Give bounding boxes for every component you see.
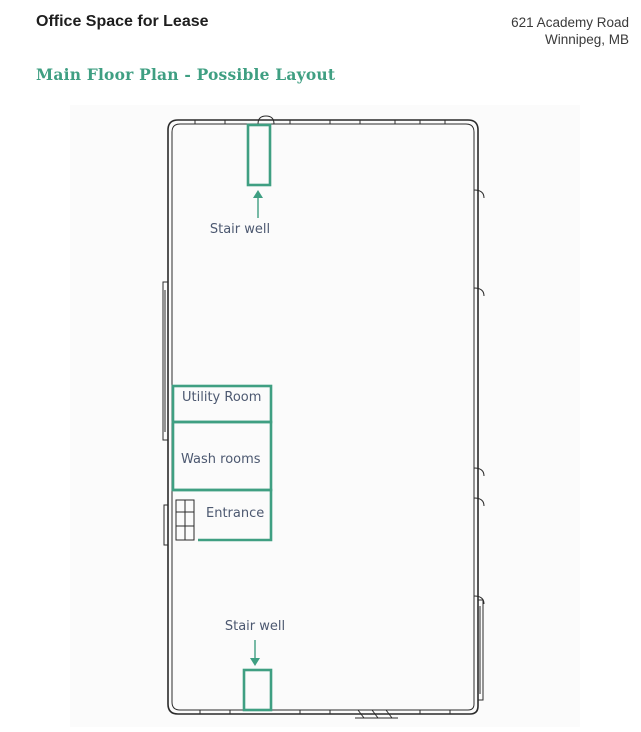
floor-plan-heading: Main Floor Plan - Possible Layout [36,65,336,84]
stair-arrows [250,190,263,666]
address-street: 621 Academy Road [511,15,629,30]
washrooms-label: Wash rooms [181,452,261,467]
entrance-box [173,488,273,542]
stairwell-top-label: Stair well [210,222,270,237]
building-walls [167,119,479,715]
address-block: 621 Academy Road Winnipeg, MB [511,14,629,48]
arrow-up-icon [253,190,263,198]
page-title: Office Space for Lease [36,13,209,30]
utility-room-label: Utility Room [182,390,261,405]
room-outlines [171,123,273,712]
arrow-down-icon [250,658,260,666]
floor-plan-background [70,105,580,727]
entrance-label: Entrance [206,506,264,521]
address-city: Winnipeg, MB [544,32,629,47]
wall-details [162,120,484,714]
stairwell-top-box [246,123,272,187]
entrance-vestibule [175,499,195,541]
stairwell-bottom-label: Stair well [225,619,285,634]
stairwell-bottom-box [242,668,273,712]
door-swings [257,115,485,719]
